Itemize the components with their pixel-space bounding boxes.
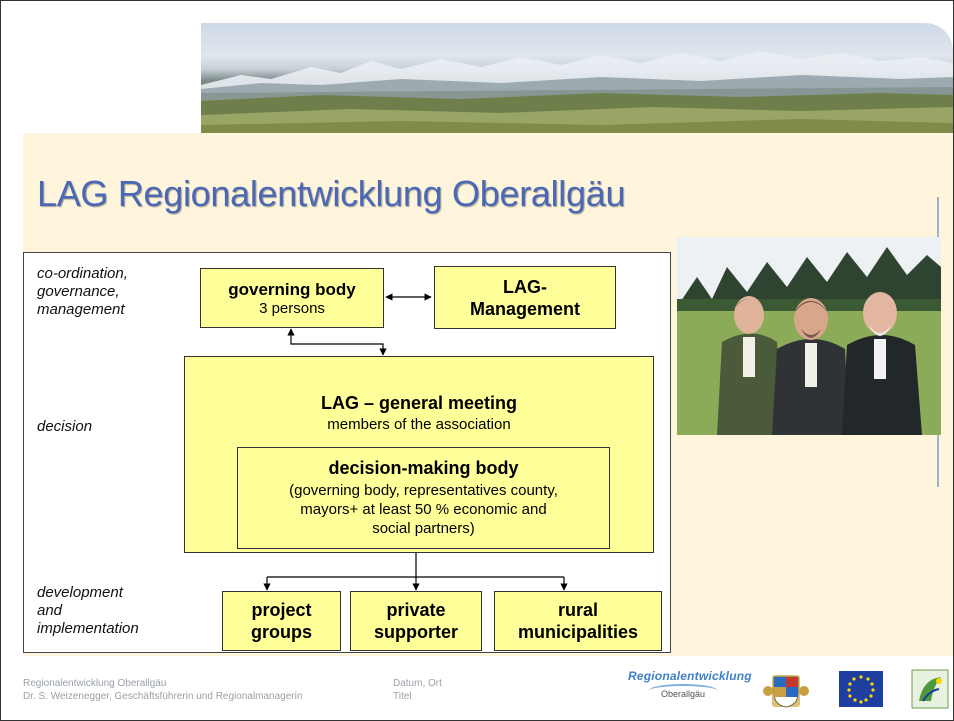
governing-body-subtitle: 3 persons — [259, 299, 325, 317]
lag-management-box: LAG- Management — [434, 266, 616, 329]
general-meeting-subtitle: members of the association — [327, 416, 511, 433]
rural-municipalities-box: rural municipalities — [494, 591, 662, 651]
lag-management-label: LAG- Management — [469, 276, 581, 319]
decision-making-body-title: decision-making body — [328, 458, 519, 478]
logo-text: Regionalentwicklung — [628, 669, 752, 683]
rural-municipalities-label: rural municipalities — [517, 600, 639, 642]
logo-swoosh — [648, 684, 718, 698]
governing-body-box: governing body 3 persons — [200, 268, 384, 328]
eu-flag-icon — [839, 671, 883, 707]
decision-making-body-members: (governing body, representatives county,… — [289, 482, 558, 537]
footer-author: Dr. S. Weizenegger, Geschäftsführerin un… — [23, 691, 303, 702]
row-label-decision: decision — [37, 418, 93, 435]
page-title: LAG Regionalentwicklung Oberallgäu — [37, 173, 626, 214]
bavaria-coat-of-arms-icon — [763, 675, 809, 708]
regionalentwicklung-logo: Regionalentwicklung Oberallgäu — [628, 669, 752, 709]
leader-logo-icon — [911, 669, 949, 709]
row-label-development: development and implementation — [37, 584, 139, 637]
private-supporter-box: private supporter — [350, 591, 482, 651]
logo-subtext: Oberallgäu — [660, 689, 706, 699]
project-groups-label: project groups — [251, 600, 312, 642]
row-label-coordination: co-ordination, governance, management — [37, 265, 128, 318]
footer-date-place: Datum, Ort — [393, 678, 442, 689]
private-supporter-label: private supporter — [373, 600, 458, 642]
project-groups-box: project groups — [222, 591, 341, 651]
banner-photo — [201, 23, 953, 133]
general-meeting-title: LAG – general meeting — [320, 393, 518, 413]
footer-titel: Titel — [393, 691, 412, 702]
governing-body-title: governing body — [228, 279, 356, 299]
footer-org: Regionalentwicklung Oberallgäu — [23, 678, 167, 689]
decision-making-body-box: decision-making body (governing body, re… — [237, 447, 610, 549]
people-photo — [677, 237, 941, 435]
